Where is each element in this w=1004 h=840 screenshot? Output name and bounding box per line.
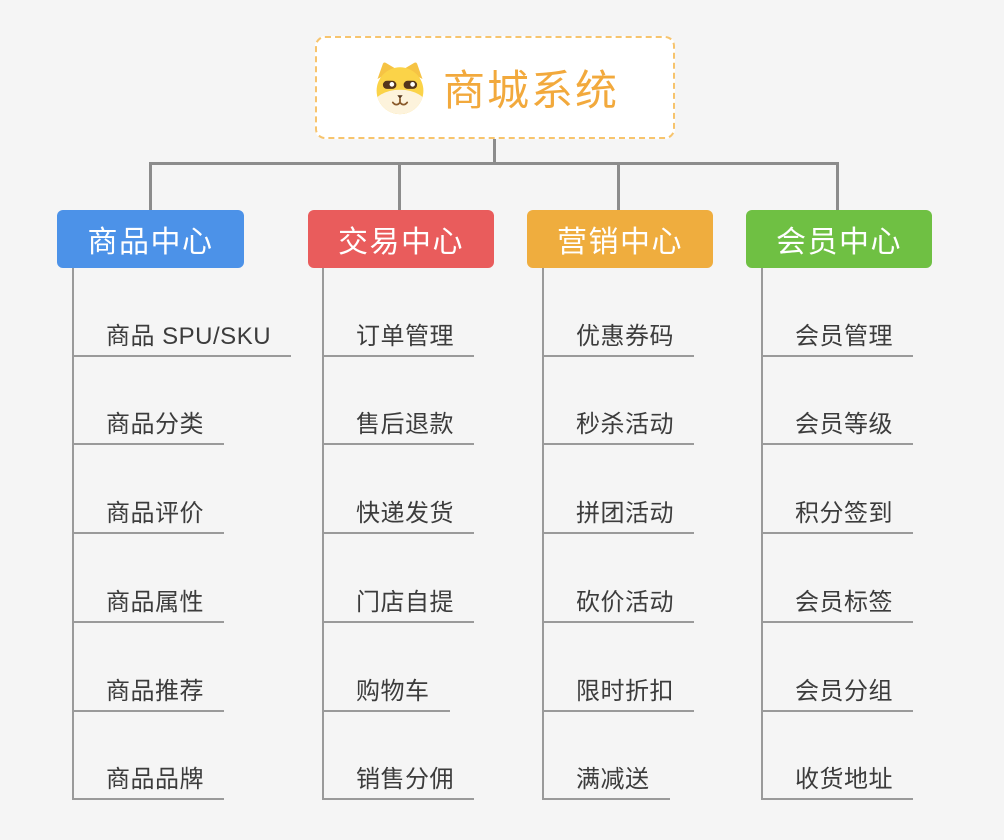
leaf-node[interactable]: 门店自提 xyxy=(322,585,474,623)
leaf-node[interactable]: 销售分佣 xyxy=(322,762,474,800)
connector-drop-member xyxy=(836,162,839,210)
leaf-node[interactable]: 订单管理 xyxy=(322,319,474,357)
leaf-node[interactable]: 收货地址 xyxy=(761,762,913,800)
branch-node-product-center[interactable]: 商品中心 xyxy=(57,210,244,268)
connector-bus xyxy=(149,162,839,165)
connector-drop-trade xyxy=(398,162,401,210)
leaf-node[interactable]: 快递发货 xyxy=(322,496,474,534)
leaf-node[interactable]: 积分签到 xyxy=(761,496,913,534)
leaf-node[interactable]: 商品评价 xyxy=(72,496,224,534)
leaf-node[interactable]: 拼团活动 xyxy=(542,496,694,534)
leaf-node[interactable]: 商品 SPU/SKU xyxy=(72,319,292,357)
leaf-node[interactable]: 会员标签 xyxy=(761,585,913,623)
leaf-node[interactable]: 会员管理 xyxy=(761,319,913,357)
leaf-node[interactable]: 秒杀活动 xyxy=(542,407,694,445)
leaf-node[interactable]: 会员分组 xyxy=(761,674,913,712)
branch-node-member-center[interactable]: 会员中心 xyxy=(746,210,932,268)
connector-drop-marketing xyxy=(617,162,620,210)
leaf-node[interactable]: 会员等级 xyxy=(761,407,913,445)
leaf-node[interactable]: 商品品牌 xyxy=(72,762,224,800)
dog-face-icon xyxy=(376,62,424,114)
connector-stem xyxy=(493,139,496,165)
leaf-node[interactable]: 优惠券码 xyxy=(542,319,694,357)
leaf-node[interactable]: 商品分类 xyxy=(72,407,224,445)
leaf-node[interactable]: 售后退款 xyxy=(322,407,474,445)
branch-node-trade-center[interactable]: 交易中心 xyxy=(308,210,494,268)
connector-drop-product xyxy=(149,162,152,210)
root-title: 商城系统 xyxy=(442,67,619,114)
leaf-node[interactable]: 砍价活动 xyxy=(542,585,694,623)
leaf-node[interactable]: 满减送 xyxy=(542,762,670,800)
leaf-node[interactable]: 限时折扣 xyxy=(542,674,694,712)
leaf-node[interactable]: 购物车 xyxy=(322,674,450,712)
branch-node-marketing-center[interactable]: 营销中心 xyxy=(527,210,713,268)
leaf-node[interactable]: 商品推荐 xyxy=(72,674,224,712)
root-node[interactable]: 商城系统 xyxy=(315,36,675,139)
leaf-node[interactable]: 商品属性 xyxy=(72,585,224,623)
